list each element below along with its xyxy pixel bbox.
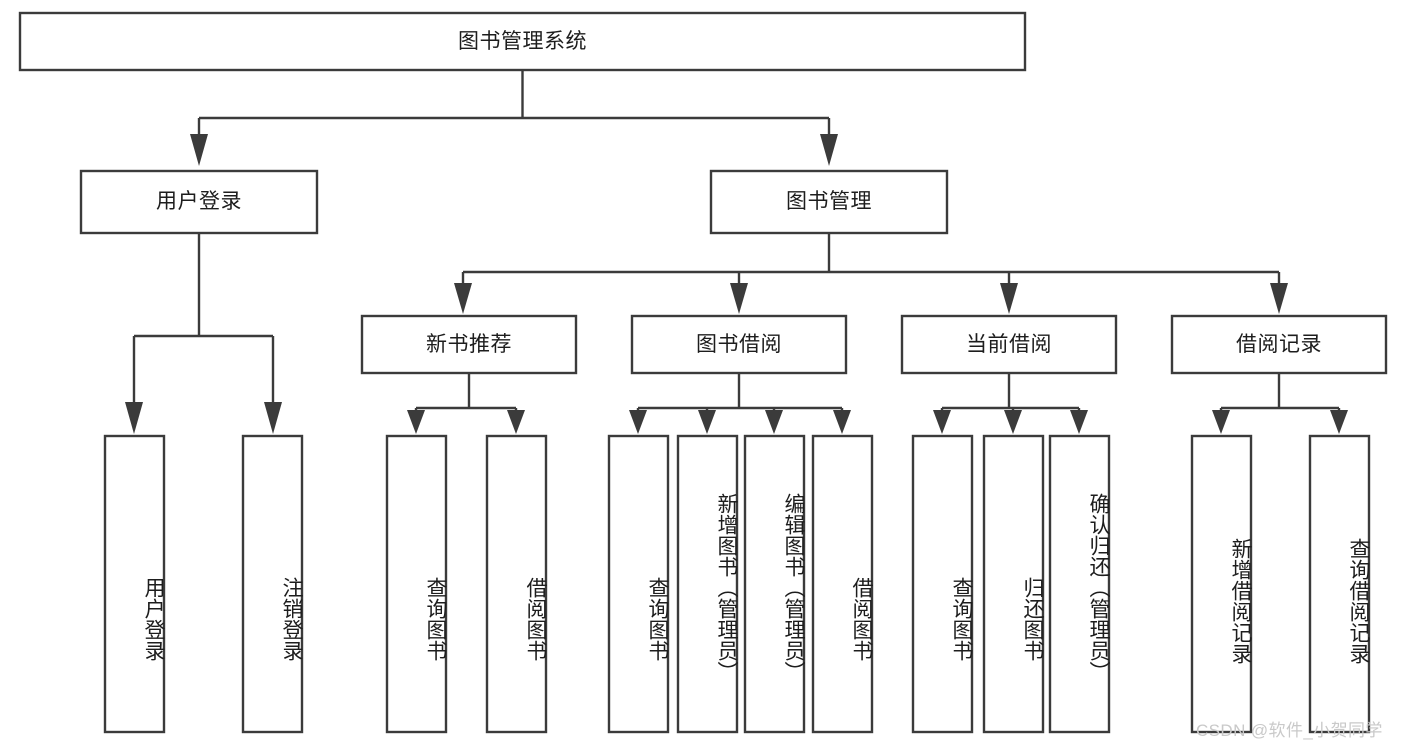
node-box-user-login[interactable]	[79, 169, 319, 235]
arrow-head-leaf-query-book-3	[933, 410, 951, 434]
leaf-box-logout[interactable]	[241, 434, 304, 734]
arrow-head-leaf-confirm-return	[1070, 410, 1088, 434]
connector-new-books-to-leaves	[407, 373, 525, 434]
leaf-box-query-book-1[interactable]	[385, 434, 448, 734]
csdn-watermark: CSDN @软件_小贺同学	[1196, 721, 1383, 740]
arrow-head-leaf-logout	[264, 402, 282, 434]
connector-borrow-to-leaves	[629, 373, 851, 434]
leaf-box-edit-book[interactable]	[743, 434, 806, 734]
arrow-head-book-mgmt	[820, 134, 838, 166]
connector-borrow-record-to-leaves	[1212, 373, 1348, 434]
arrow-head-leaf-borrow-book-2	[833, 410, 851, 434]
leaf-box-return-book[interactable]	[982, 434, 1045, 734]
leaf-box-query-book-3[interactable]	[911, 434, 974, 734]
arrow-head-leaf-user-login	[125, 402, 143, 434]
leaf-box-borrow-book-1[interactable]	[485, 434, 548, 734]
arrow-head-leaf-query-record	[1330, 410, 1348, 434]
arrow-head-borrow	[730, 283, 748, 314]
node-box-book-borrow[interactable]	[630, 314, 848, 375]
connector-current-borrow-to-leaves	[933, 373, 1088, 434]
connector-root-to-level2	[190, 70, 838, 166]
leaf-box-query-borrow-record[interactable]	[1308, 434, 1371, 734]
leaf-box-add-book[interactable]	[676, 434, 739, 734]
arrow-head-leaf-add-record	[1212, 410, 1230, 434]
connector-user-login-to-leaves	[125, 233, 282, 434]
arrow-head-user-login	[190, 134, 208, 166]
node-box-book-management[interactable]	[709, 169, 949, 235]
leaf-box-query-book-2[interactable]	[607, 434, 670, 734]
leaf-box-borrow-book-2[interactable]	[811, 434, 874, 734]
leaf-box-user-login[interactable]	[103, 434, 166, 734]
arrow-head-leaf-add-book	[698, 410, 716, 434]
connector-book-mgmt-to-level3	[454, 233, 1288, 314]
arrow-head-current-borrow	[1000, 283, 1018, 314]
arrow-head-leaf-query-book-1	[407, 410, 425, 434]
leaf-box-confirm-return[interactable]	[1048, 434, 1111, 734]
arrow-head-leaf-query-book-2	[629, 410, 647, 434]
node-box-borrow-record[interactable]	[1170, 314, 1388, 375]
leaf-box-add-borrow-record[interactable]	[1190, 434, 1253, 734]
node-box-new-book-recommend[interactable]	[360, 314, 578, 375]
arrow-head-leaf-return-book	[1004, 410, 1022, 434]
arrow-head-leaf-borrow-book-1	[507, 410, 525, 434]
node-box-root[interactable]	[18, 11, 1027, 72]
arrow-head-leaf-edit-book	[765, 410, 783, 434]
node-box-current-borrow[interactable]	[900, 314, 1118, 375]
arrow-head-borrow-record	[1270, 283, 1288, 314]
arrow-head-new-books	[454, 283, 472, 314]
